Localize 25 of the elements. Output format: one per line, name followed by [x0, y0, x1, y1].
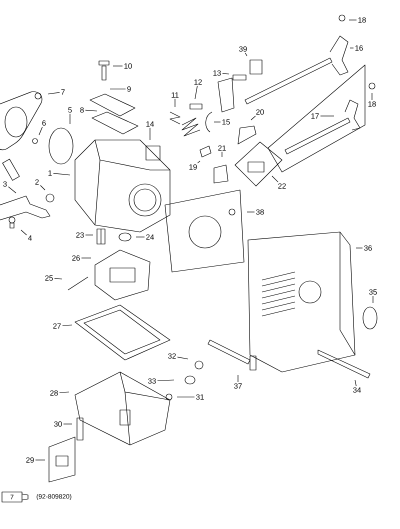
leader-line: [176, 396, 195, 398]
leader-line: [174, 98, 176, 108]
leader-line: [194, 86, 198, 100]
leader-line: [197, 160, 200, 164]
leader-line: [59, 392, 70, 393]
leader-line: [53, 173, 70, 176]
leader-line: [272, 176, 278, 182]
leader-line: [40, 185, 46, 190]
leader-line: [222, 73, 230, 74]
leader-line: [54, 278, 62, 280]
leader-line: [354, 380, 356, 386]
leader-line: [85, 234, 94, 236]
leader-line: [250, 116, 256, 120]
leader-line: [38, 126, 43, 136]
leader-line: [110, 88, 126, 90]
leader-line: [85, 110, 98, 112]
leader-line: [48, 92, 60, 94]
leader-line: [8, 186, 16, 194]
leader-line: [62, 324, 72, 326]
leader-line: [372, 296, 374, 304]
leader-line: [157, 380, 174, 382]
leader-line: [136, 236, 145, 238]
leader-line: [177, 356, 188, 360]
leader-line: [20, 230, 27, 236]
leader-line: [244, 52, 248, 56]
